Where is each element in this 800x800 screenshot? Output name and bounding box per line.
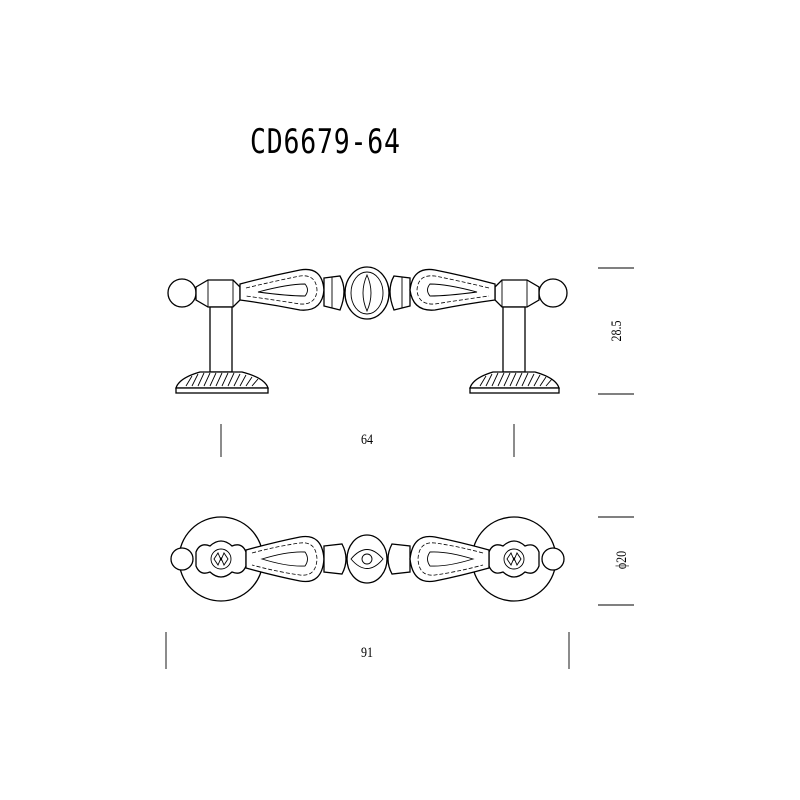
- right-neck: [389, 275, 411, 311]
- top-view: [170, 516, 565, 602]
- right-neck-top: [387, 543, 411, 575]
- left-base-plate: [175, 387, 269, 394]
- right-post-column: [502, 306, 526, 373]
- right-end-knob: [538, 278, 568, 308]
- height-dimension: [598, 267, 634, 395]
- left-end-knob: [167, 278, 197, 308]
- overall-length-label: 91: [361, 644, 373, 661]
- height-label: 28.5: [608, 320, 625, 341]
- model-number-title: CD6679-64: [250, 122, 401, 162]
- hole-spacing-label: 64: [361, 431, 373, 448]
- left-neck: [323, 275, 345, 311]
- right-grip-loop: [409, 268, 496, 311]
- right-post-cap: [494, 279, 540, 308]
- side-view: [167, 266, 568, 394]
- diameter-dimension: [598, 516, 634, 606]
- right-grip-loop-top: [409, 535, 490, 583]
- left-neck-top: [323, 543, 347, 575]
- left-grip-loop: [239, 268, 325, 311]
- left-post-column: [209, 306, 233, 373]
- diameter-label: ϕ20: [613, 551, 630, 569]
- left-end-knob-top: [170, 547, 194, 571]
- hole-spacing-dimension: [220, 424, 515, 457]
- center-oval-top: [346, 534, 388, 584]
- overall-length-dimension: [165, 632, 570, 669]
- center-oval: [344, 266, 390, 320]
- right-base-plate: [469, 387, 560, 394]
- right-end-knob-top: [541, 547, 565, 571]
